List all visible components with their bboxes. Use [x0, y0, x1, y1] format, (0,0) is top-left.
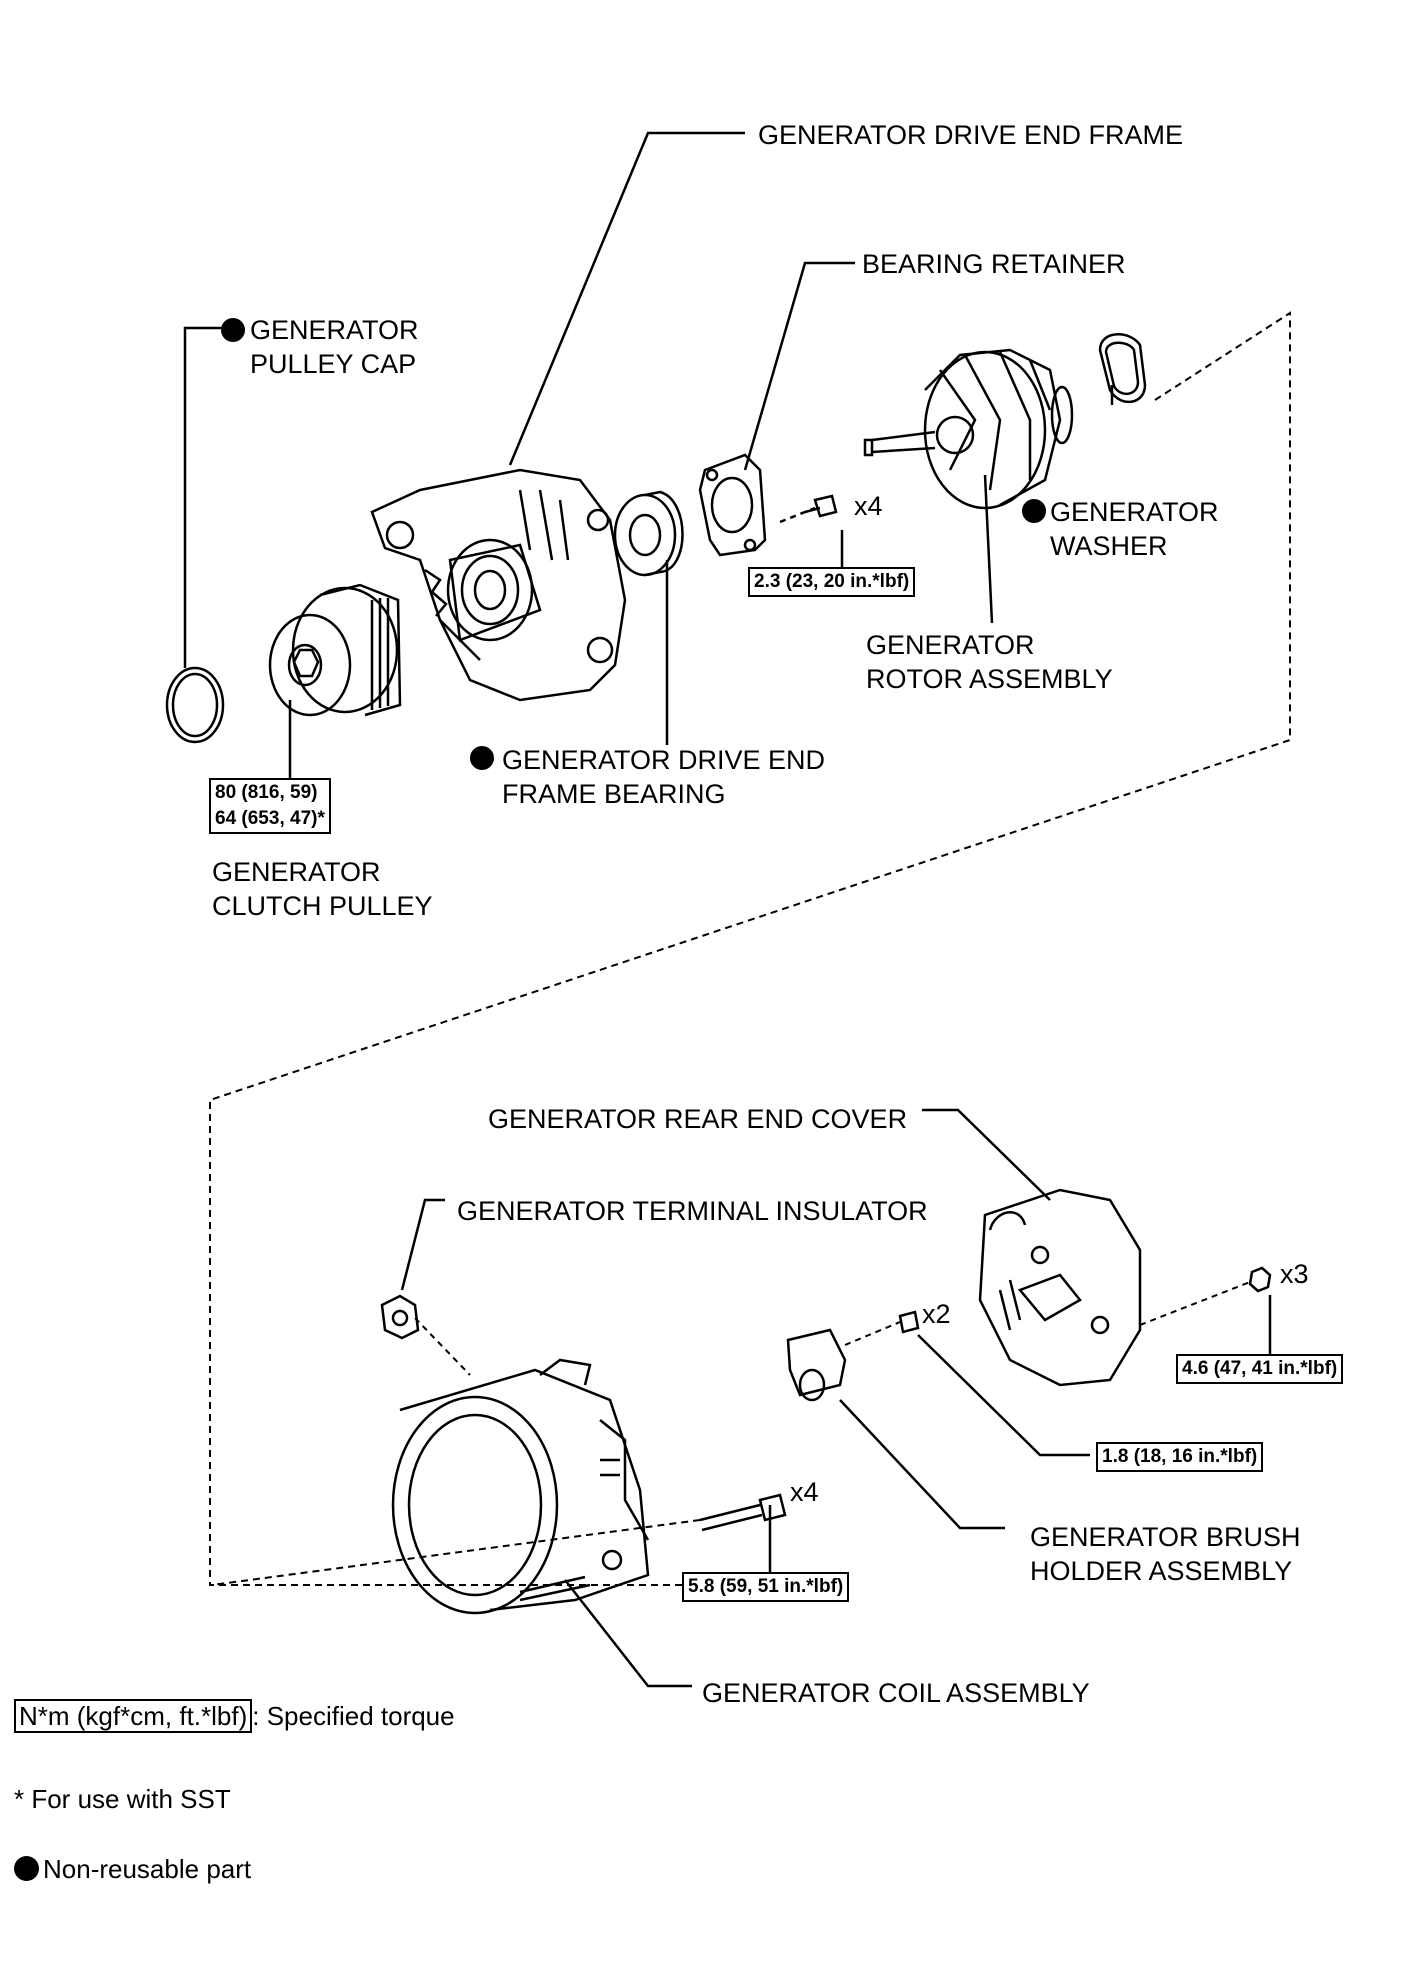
leader-rear-cover — [922, 1108, 1051, 1201]
coil-assembly-part — [391, 1358, 650, 1615]
torque-through-bolt: 5.8 (59, 51 in.*lbf) — [682, 1572, 850, 1602]
cover-nut-axis — [1139, 1281, 1251, 1326]
qty-brush-screws: x2 — [922, 1299, 951, 1329]
terminal-insulator-part — [380, 1294, 420, 1340]
legend-torque: N*m (kgf*cm, ft.*lbf): Specified torque — [14, 1699, 455, 1733]
leader-drive-end-frame — [508, 131, 745, 466]
torque-brush-screw: 1.8 (18, 16 in.*lbf) — [1096, 1442, 1264, 1472]
legend-torque-box: N*m (kgf*cm, ft.*lbf) — [14, 1699, 253, 1733]
qty-retainer-screws: x4 — [854, 491, 883, 521]
leader-pulley-cap — [183, 326, 222, 668]
legend-torque-text: : Specified torque — [252, 1701, 455, 1731]
label-washer: GENERATOR WASHER — [1050, 497, 1219, 561]
torque-retainer: 2.3 (23, 20 in.*lbf) — [748, 567, 916, 597]
leader-brush-torque — [917, 1334, 1090, 1457]
torque-rear-cover-nut: 4.6 (47, 41 in.*lbf) — [1176, 1354, 1344, 1384]
drive-end-bearing-part — [613, 490, 684, 577]
brush-screw-axis — [844, 1321, 901, 1346]
through-bolt-part — [699, 1493, 787, 1532]
clutch-pulley-part — [268, 583, 402, 717]
label-rear-end-cover: GENERATOR REAR END COVER — [488, 1104, 908, 1134]
assembly-boundary-line — [209, 311, 1291, 1586]
drive-end-frame-part — [370, 468, 627, 702]
label-clutch-pulley: GENERATOR CLUTCH PULLEY — [212, 857, 433, 921]
washer-part — [1098, 333, 1147, 404]
insulator-axis — [414, 1317, 471, 1376]
bearing-retainer-part — [698, 453, 767, 557]
rotor-assembly-part — [863, 348, 1074, 510]
leader-coil — [564, 1579, 692, 1688]
brush-screw-part — [898, 1310, 920, 1334]
label-brush-holder: GENERATOR BRUSH HOLDER ASSEMBLY — [1030, 1522, 1301, 1586]
legend-sst-note: * For use with SST — [14, 1784, 231, 1814]
label-drive-end-frame: GENERATOR DRIVE END FRAME — [758, 120, 1184, 150]
label-bearing-retainer: BEARING RETAINER — [862, 249, 1126, 279]
leader-rotor — [983, 474, 994, 624]
retainer-screw-part — [804, 494, 838, 518]
label-drive-end-frame-bearing: GENERATOR DRIVE END FRAME BEARING — [502, 745, 826, 809]
non-reusable-marker — [1022, 499, 1046, 523]
qty-rear-cover-nuts: x3 — [1280, 1259, 1309, 1289]
legend-non-reusable-text: Non-reusable part — [43, 1854, 252, 1884]
rear-cover-nut-part — [1248, 1266, 1272, 1293]
torque-pulley: 80 (816, 59) 64 (653, 47)* — [209, 778, 331, 834]
rear-end-cover-part — [978, 1188, 1142, 1387]
pulley-cap-part — [165, 666, 225, 744]
non-reusable-marker — [221, 318, 245, 342]
label-coil-assembly: GENERATOR COIL ASSEMBLY — [702, 1678, 1090, 1708]
bolt-axis — [211, 1519, 701, 1586]
label-pulley-cap: GENERATOR PULLEY CAP — [250, 315, 419, 379]
label-terminal-insulator: GENERATOR TERMINAL INSULATOR — [457, 1196, 928, 1226]
non-reusable-dot-icon — [14, 1856, 39, 1881]
leader-brush-holder — [839, 1399, 1005, 1530]
legend-non-reusable: Non-reusable part — [14, 1853, 251, 1885]
label-rotor-assembly: GENERATOR ROTOR ASSEMBLY — [866, 630, 1113, 694]
qty-through-bolts: x4 — [790, 1477, 819, 1507]
leader-terminal-insulator — [400, 1198, 445, 1291]
leader-bearing-retainer — [743, 261, 855, 471]
brush-holder-part — [786, 1328, 847, 1402]
non-reusable-marker — [470, 746, 494, 770]
